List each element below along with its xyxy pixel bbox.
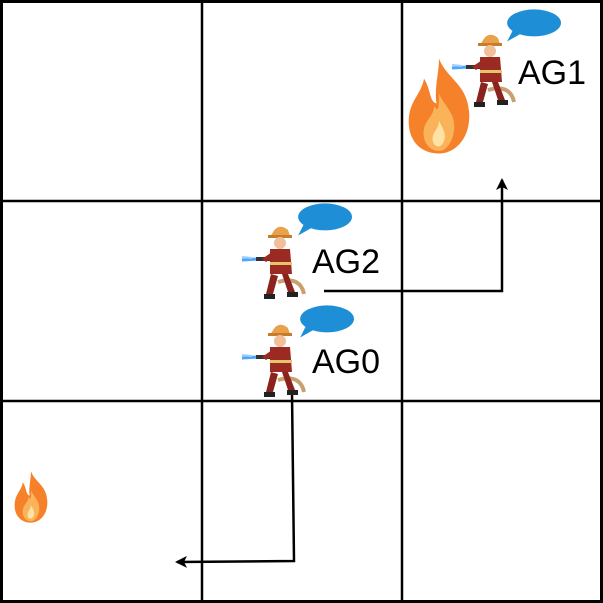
path-arrow-ag0 — [175, 392, 296, 568]
agent-label-ag2: AG2 — [312, 243, 380, 281]
firefighter-icon — [240, 224, 306, 301]
path-arrow-ag2 — [324, 178, 508, 293]
agent-ag2: AG2 — [240, 203, 380, 301]
agent-label-ag0: AG0 — [312, 343, 380, 381]
firefighter-icon — [240, 322, 306, 399]
agent-ag0: AG0 — [240, 305, 380, 399]
fire-icon — [14, 471, 48, 523]
agent-ag1: AG1 — [450, 9, 586, 109]
speech-bubble-icon — [300, 305, 354, 338]
speech-bubble-icon — [507, 9, 561, 42]
fire-icon — [408, 58, 470, 154]
agent-label-ag1: AG1 — [518, 54, 586, 92]
speech-bubble-icon — [298, 203, 352, 236]
